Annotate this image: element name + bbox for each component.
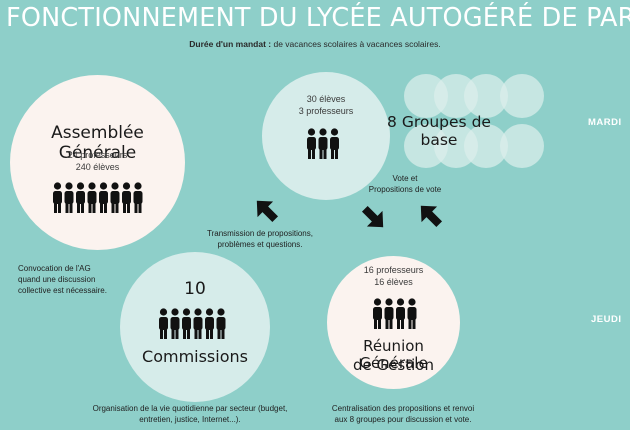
mandate-duration-value: de vacances scolaires à vacances scolair… [271, 39, 441, 49]
people-group-icon [373, 298, 417, 329]
person-icon [110, 182, 120, 213]
person-icon [307, 128, 316, 159]
assemblee-profs: 24 professeurs [67, 150, 128, 160]
person-icon [76, 182, 85, 213]
person-icon [384, 298, 394, 329]
person-icon [318, 128, 328, 159]
vote-note-1: Vote et [392, 174, 418, 183]
assemblee-title: Assemblée Générale [51, 123, 144, 163]
person-icon [122, 182, 131, 213]
convocation-note-2: quand une discussion [18, 275, 96, 284]
person-icon [396, 298, 405, 329]
person-icon [159, 308, 168, 339]
reunion-generale-circle [327, 256, 460, 389]
group-bubble [500, 74, 544, 118]
reunion-profs: 16 professeurs [363, 265, 424, 275]
convocation-note-3: collective est nécessaire. [18, 286, 107, 295]
vote-note-2: Propositions de vote [368, 185, 442, 194]
day-mardi: MARDI [588, 117, 622, 128]
person-icon [330, 128, 339, 159]
arrow-up-right-icon [420, 205, 443, 228]
person-icon [193, 308, 203, 339]
organisation-note-2: entretien, justice, Internet...). [139, 415, 241, 424]
person-icon [53, 182, 62, 213]
groupes-eleves: 30 élèves [306, 94, 346, 104]
centralisation-note-2: aux 8 groupes pour discussion et vote. [334, 415, 472, 424]
groupe-de-base-circle [262, 72, 390, 200]
centralisation-note-1: Centralisation des propositions et renvo… [331, 404, 475, 413]
person-icon [373, 298, 382, 329]
person-icon [99, 182, 108, 213]
page-title: FONCTIONNEMENT DU LYCÉE AUTOGÉRÉ DE PARI… [6, 3, 630, 33]
reunion-title-2: de Gestion [353, 356, 434, 374]
assemblee-generale-circle [10, 75, 185, 250]
mandate-duration-label: Durée d'un mandat : [189, 39, 272, 49]
person-icon [133, 182, 143, 213]
people-group-icon [53, 182, 143, 213]
person-icon [182, 308, 191, 339]
person-icon [64, 182, 74, 213]
convocation-note-1: Convocation de l'AG [18, 264, 91, 273]
person-icon [170, 308, 180, 339]
person-icon [87, 182, 97, 213]
assemblee-eleves: 240 élèves [75, 162, 120, 172]
day-jeudi: JEUDI [591, 314, 622, 325]
commissions-title: Commissions [142, 347, 248, 366]
group-bubble [500, 124, 544, 168]
person-icon [407, 298, 417, 329]
reunion-eleves: 16 élèves [374, 277, 413, 287]
people-group-icon [307, 128, 339, 159]
person-icon [216, 308, 226, 339]
arrow-down-right-icon [361, 205, 384, 228]
transmission-note-2: problèmes et questions. [217, 240, 303, 249]
organisation-note-1: Organisation de la vie quotidienne par s… [92, 404, 288, 413]
group-bubble [404, 124, 448, 168]
people-group-icon [159, 308, 226, 339]
groupes-title: 8 Groupes de base [387, 113, 491, 149]
person-icon [205, 308, 214, 339]
groupes-profs: 3 professeurs [298, 106, 354, 116]
arrow-up-right-icon [256, 200, 279, 223]
reunion-title-1: Réunion Générale [359, 337, 428, 373]
commissions-number: 10 [184, 279, 206, 299]
mandate-duration: Durée d'un mandat : de vacances scolaire… [0, 39, 630, 49]
transmission-note-1: Transmission de propositions, [207, 229, 313, 238]
